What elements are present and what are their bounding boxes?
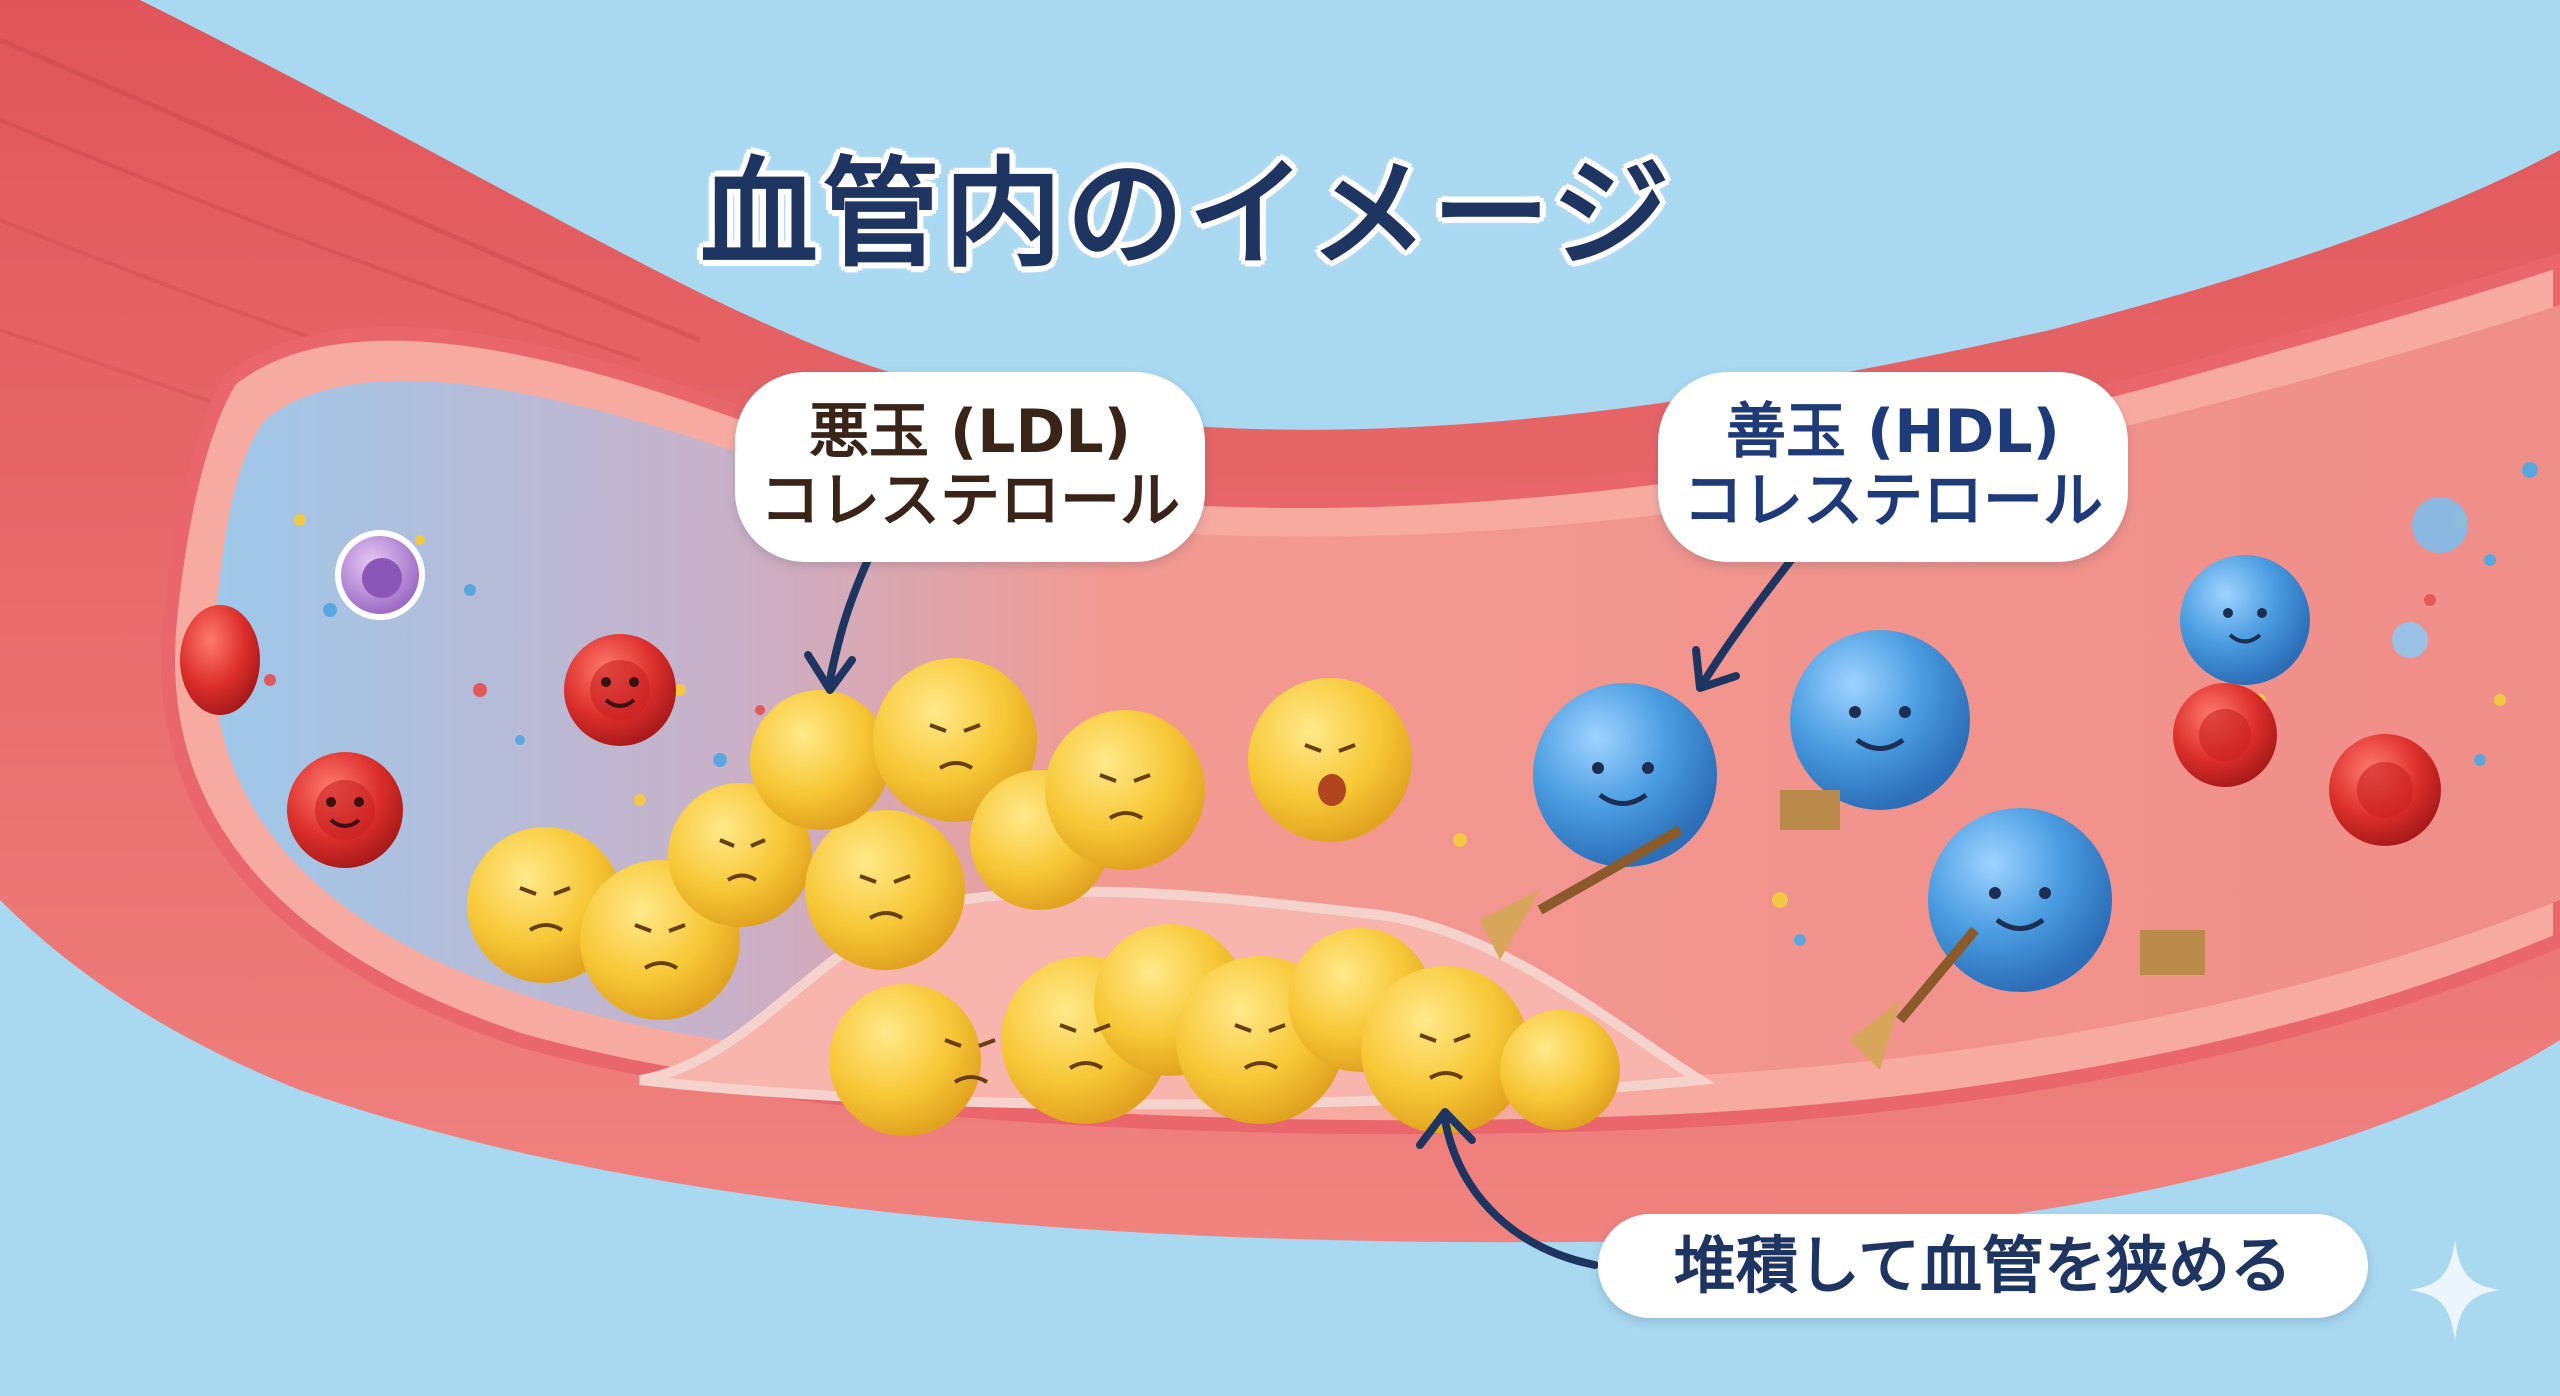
sparkle-icon [2410,1240,2500,1340]
page-title: 血管内のイメージ [700,145,1674,283]
hdl-particle [1780,630,1970,830]
hdl-particle [1480,683,1717,960]
hdl-label-line1: 善玉 (HDL) [1726,397,2060,467]
plaque-label-text: 堆積して血管を狭める [1673,1229,2293,1303]
ldl-label-line1: 悪玉 (LDL) [808,397,1131,467]
hdl-pointer-arrow [1692,551,1799,692]
plaque-pointer-arrow [1416,1108,1599,1269]
ldl-plaque-row [829,924,1620,1136]
red-blood-cell [564,634,676,746]
hdl-cholesterol-label: 善玉 (HDL) コレステロール [1658,372,2128,562]
hdl-label-line2: コレステロール [1683,466,2103,536]
hdl-particle [1850,808,2205,1070]
white-blood-cell [335,530,425,620]
ldl-cholesterol-label: 悪玉 (LDL) コレステロール [735,372,1205,562]
ldl-label-line2: コレステロール [760,466,1180,536]
red-blood-cell [180,605,260,715]
plaque-label: 堆積して血管を狭める [1598,1214,2368,1318]
hdl-particle [2180,555,2310,685]
red-blood-cell [287,752,403,868]
ldl-pointer-arrow [804,551,874,694]
ldl-particle-cluster [467,658,1412,1020]
red-blood-cell [2173,683,2277,787]
red-blood-cell [2329,734,2441,846]
